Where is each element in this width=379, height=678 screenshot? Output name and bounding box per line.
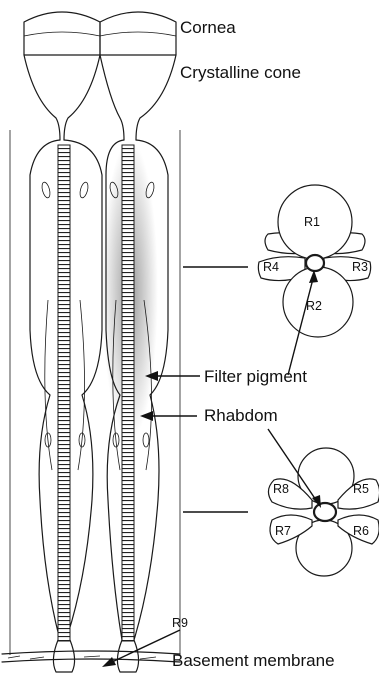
lower-cross-section: R8 R5 R7 R6 bbox=[183, 448, 379, 576]
label-r5: R5 bbox=[353, 482, 369, 496]
right-nucleus bbox=[143, 433, 149, 447]
right-crystalline-cone bbox=[100, 55, 176, 140]
label-rhabdom: Rhabdom bbox=[204, 406, 278, 425]
label-r9: R9 bbox=[172, 616, 188, 630]
left-crystalline-cone bbox=[24, 55, 100, 140]
left-nucleus bbox=[79, 181, 90, 198]
label-r1: R1 bbox=[304, 215, 320, 229]
right-ommatidium bbox=[100, 12, 176, 672]
label-r6: R6 bbox=[353, 524, 369, 538]
label-cornea: Cornea bbox=[180, 18, 236, 37]
right-rhabdom bbox=[122, 145, 134, 641]
left-rhabdom bbox=[58, 145, 70, 641]
left-ommatidium bbox=[24, 12, 102, 672]
label-r7: R7 bbox=[275, 524, 291, 538]
left-nucleus bbox=[41, 181, 52, 198]
label-r2: R2 bbox=[306, 299, 322, 313]
lower-rhabdom bbox=[314, 503, 336, 521]
left-cornea-lens bbox=[24, 12, 100, 55]
label-crystalline-cone: Crystalline cone bbox=[180, 63, 301, 82]
label-r4: R4 bbox=[263, 260, 279, 274]
label-r3: R3 bbox=[352, 260, 368, 274]
upper-rhabdom bbox=[306, 255, 324, 271]
label-r8: R8 bbox=[273, 482, 289, 496]
label-basement-membrane: Basement membrane bbox=[172, 651, 335, 670]
right-cornea-lens bbox=[100, 12, 176, 55]
label-filter-pigment: Filter pigment bbox=[204, 367, 307, 386]
right-r9-cell bbox=[117, 640, 138, 672]
upper-cross-section: R1 R2 R3 R4 bbox=[183, 185, 371, 337]
left-r9-cell bbox=[53, 640, 74, 672]
